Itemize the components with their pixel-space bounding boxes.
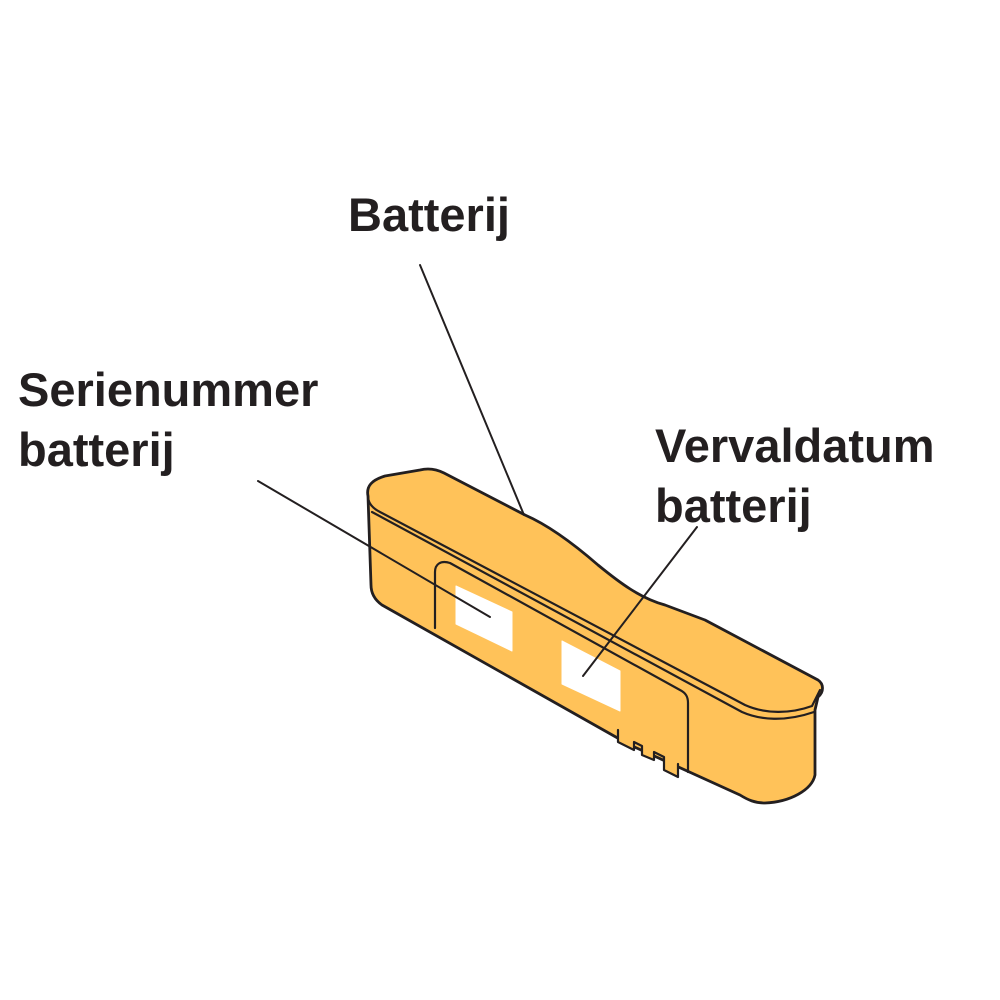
battery-rim-line	[366, 494, 822, 713]
serial-leader-line	[257, 480, 491, 618]
battery-body	[366, 467, 824, 805]
expiry-leader-line	[582, 526, 698, 677]
expiry-date-label-line-1: Vervaldatum	[655, 419, 935, 472]
leader-lines	[257, 264, 698, 677]
battery-illustration	[366, 467, 824, 805]
serial-number-label-line-1: Serienummer	[18, 363, 319, 416]
serial-number-sticker	[455, 585, 513, 652]
battery-label-line-1: Batterij	[348, 188, 510, 241]
serial-number-label-line-2: batterij	[18, 423, 175, 476]
battery-leader-line	[419, 264, 525, 516]
battery-rim-lower-line	[370, 510, 816, 720]
expiry-date-label: Vervaldatum batterij	[655, 416, 935, 536]
label-panel	[433, 560, 690, 774]
battery-clip	[616, 728, 680, 779]
serial-number-label: Serienummer batterij	[18, 360, 318, 480]
expiry-date-sticker	[561, 640, 621, 712]
expiry-date-label-line-2: batterij	[655, 479, 812, 532]
battery-label: Batterij	[348, 185, 510, 245]
